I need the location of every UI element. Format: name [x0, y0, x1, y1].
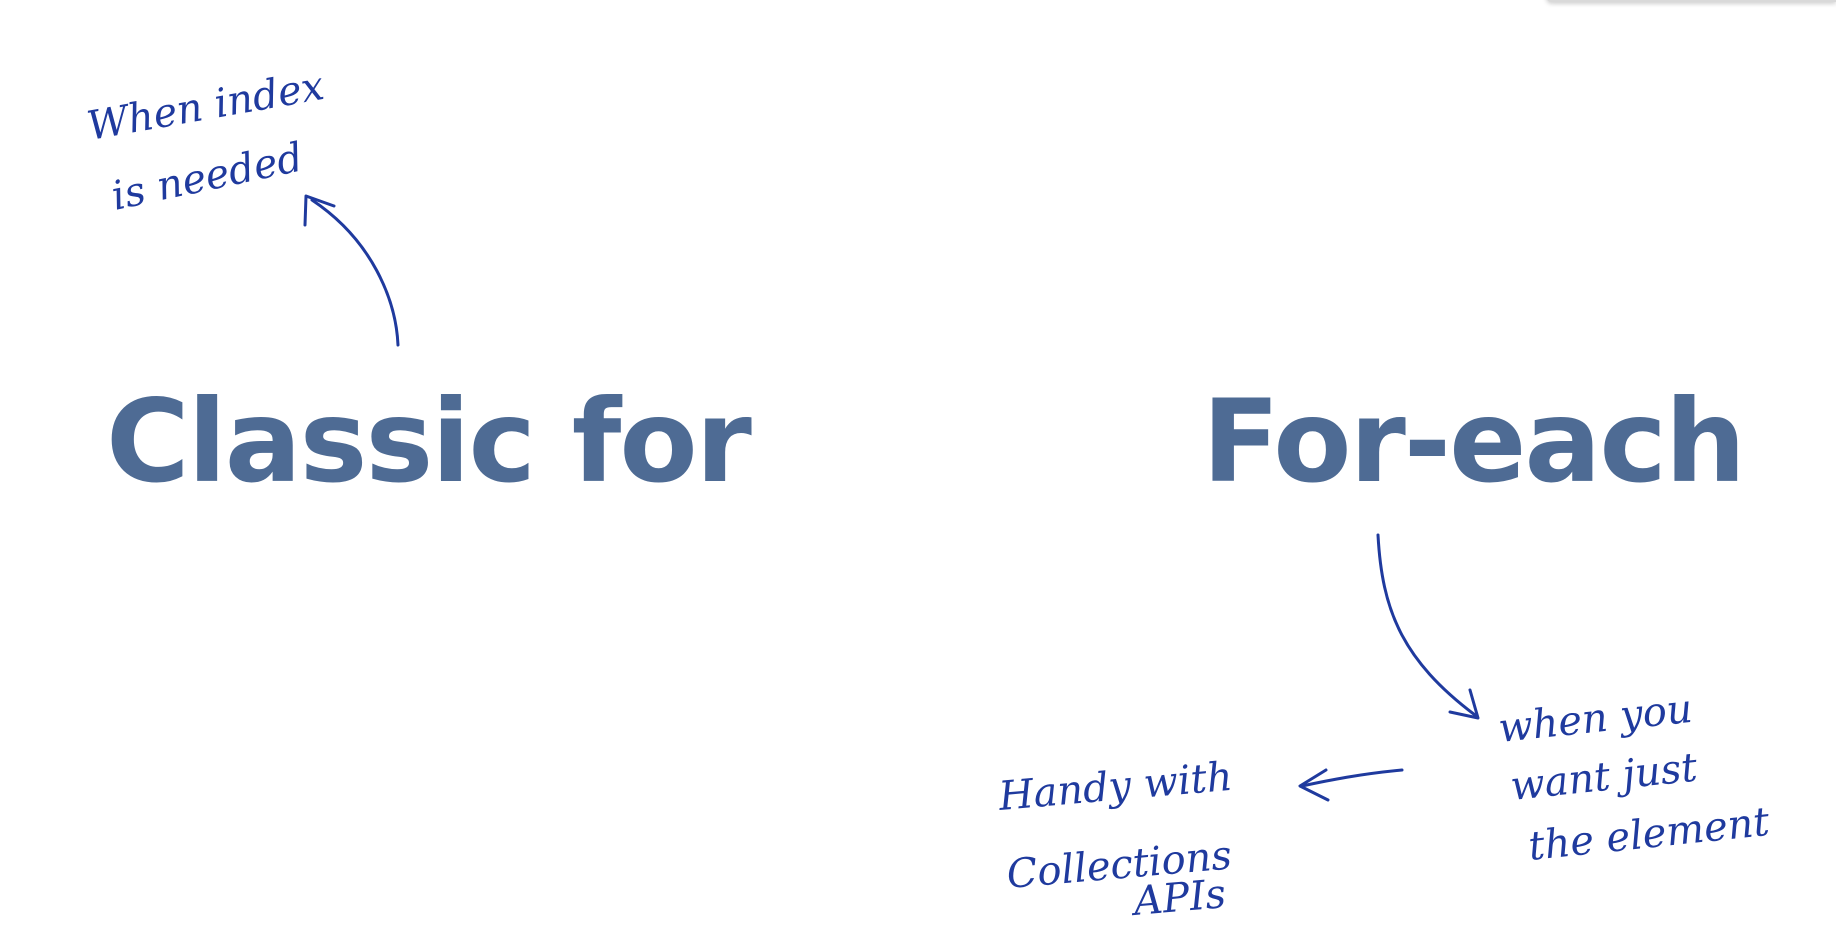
- arrow-classic-icon: [310, 198, 400, 347]
- arrowhead-foreach-icon: [1448, 688, 1480, 720]
- arrow-foreach-icon: [1376, 533, 1477, 717]
- note-foreach-line2: want just: [1508, 745, 1700, 810]
- note-foreach-line3: the element: [1526, 799, 1772, 870]
- heading-classic-for: Classic for: [106, 375, 752, 508]
- arrow-handy-icon: [1300, 768, 1404, 788]
- note-handy-line3: APIs: [1128, 871, 1228, 925]
- arrowhead-handy-icon: [1298, 768, 1330, 802]
- note-handy-line1: Handy with: [996, 754, 1234, 820]
- note-foreach-line1: when you: [1496, 686, 1694, 752]
- heading-for-each: For-each: [1202, 375, 1746, 508]
- window-edge: [1546, 0, 1836, 2]
- arrowhead-classic-icon: [303, 194, 336, 227]
- note-classic-line2: is needed: [108, 134, 307, 219]
